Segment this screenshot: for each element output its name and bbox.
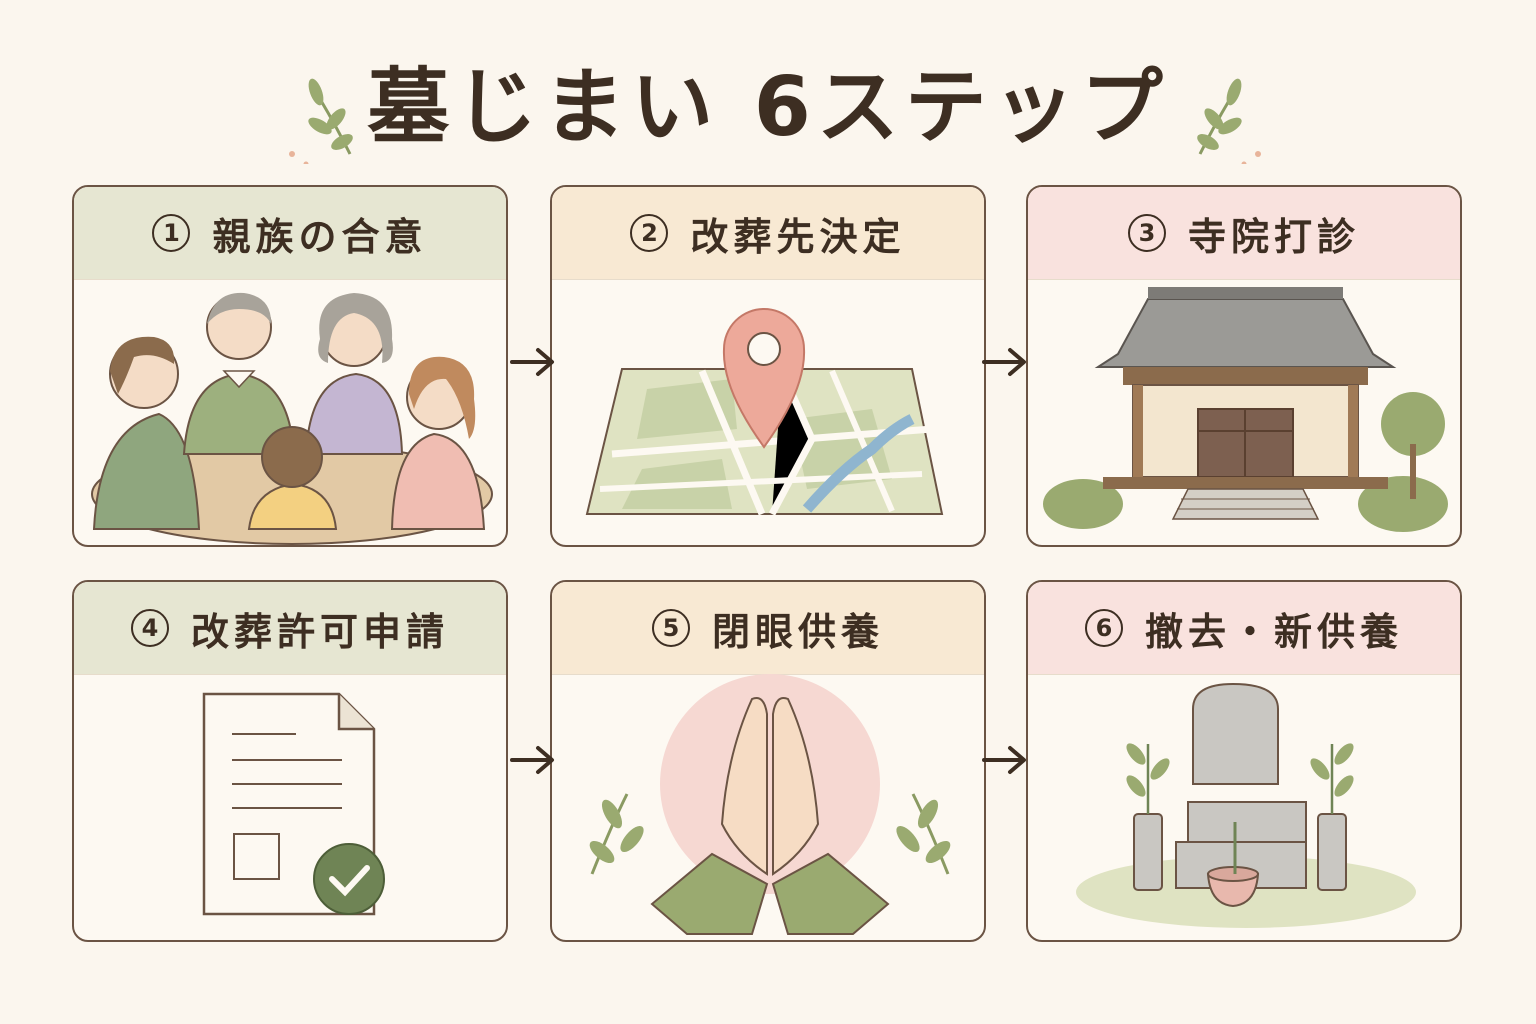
title-area: 墓じまい 6ステップ [0, 40, 1536, 180]
step-header-4: 4 改葬許可申請 [74, 582, 506, 675]
step-card-2: 2 改葬先決定 [550, 185, 986, 547]
step-card-5: 5 閉眼供養 [550, 580, 986, 942]
page-title: 墓じまい 6ステップ [367, 60, 1169, 155]
step-card-3: 3 寺院打診 [1026, 185, 1462, 547]
step-label-6: 撤去・新供養 [1144, 609, 1403, 654]
temple-icon [1043, 287, 1448, 532]
family-meeting-icon [91, 292, 493, 545]
leaf-sprig-right-icon [1197, 78, 1261, 164]
step-header-1: 1 親族の合意 [74, 187, 506, 280]
step-header-2: 2 改葬先決定 [552, 187, 984, 280]
document-check-icon [202, 692, 385, 916]
step-number-3: 3 [1127, 214, 1166, 252]
step-label-4: 改葬許可申請 [190, 609, 449, 654]
step-card-6: 6 撤去・新供養 [1026, 580, 1462, 942]
step-card-4: 4 改葬許可申請 [72, 580, 508, 942]
map-pin-icon [585, 308, 944, 516]
step-number-4: 4 [130, 609, 169, 647]
praying-hands-icon [589, 674, 951, 935]
step-label-3: 寺院打診 [1187, 214, 1360, 259]
arrow-right-icon [982, 348, 1026, 376]
arrow-right-icon [510, 746, 554, 774]
arrow-right-icon [982, 746, 1026, 774]
step-number-6: 6 [1084, 609, 1123, 647]
arrow-right-icon [510, 348, 554, 376]
step-label-5: 閉眼供養 [711, 609, 884, 654]
step-number-5: 5 [651, 609, 690, 647]
step-header-5: 5 閉眼供養 [552, 582, 984, 675]
step-header-6: 6 撤去・新供養 [1028, 582, 1460, 675]
leaf-sprig-left-icon [289, 78, 353, 164]
step-number-2: 2 [630, 214, 669, 252]
step-header-3: 3 寺院打診 [1028, 187, 1460, 280]
step-label-1: 親族の合意 [212, 214, 428, 259]
gravestone-icon [1076, 682, 1416, 928]
step-number-1: 1 [152, 214, 191, 252]
step-card-1: 1 親族の合意 [72, 185, 508, 547]
step-label-2: 改葬先決定 [690, 214, 906, 259]
